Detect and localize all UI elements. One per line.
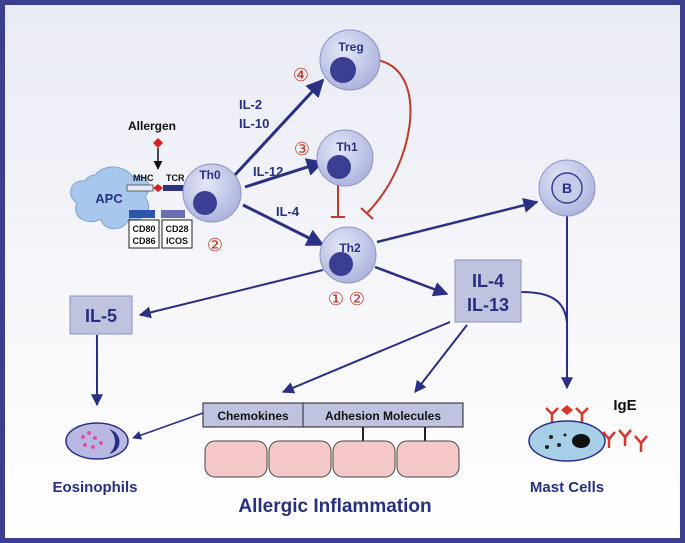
mast-cells-label: Mast Cells (530, 479, 604, 496)
th0-nucleus (193, 191, 217, 215)
il12-label: IL-12 (253, 164, 283, 179)
b-label: B (562, 180, 572, 196)
il4-il13-box (454, 259, 522, 323)
inhibit-treg-th2-bar (360, 207, 374, 220)
endothelial-cell (332, 440, 396, 478)
cd80-label: CD80 (132, 224, 155, 234)
cd80-receptor (129, 210, 155, 218)
mast-cell-nucleus (572, 434, 590, 448)
mhc-receptor (126, 184, 154, 192)
ige-on-mast-cell-icon (575, 407, 589, 422)
chemokines-box (202, 402, 304, 428)
free-ige-icon (634, 435, 648, 452)
mast-cell-granule (557, 443, 561, 447)
th0-label: Th0 (199, 168, 221, 182)
apc-label: APC (95, 191, 123, 206)
arrow-th0-th1 (244, 158, 325, 189)
eosinophil-granule (83, 443, 87, 447)
arrow-il4il13-adhesion (414, 324, 468, 393)
eosinophil-granule (81, 435, 85, 439)
eosinophil-granule (99, 441, 103, 445)
treg-marker: ④ (293, 65, 309, 86)
cd86-label: CD86 (132, 236, 155, 246)
eosinophil-granule (93, 436, 97, 440)
treg-nucleus (330, 57, 356, 83)
cd28-icos-box (161, 219, 193, 249)
allergic-inflammation-diagram: APC Allergen MHC TCR CD80 CD86 CD28 ICOS… (52, 29, 648, 517)
adhesion-molecules-label: Adhesion Molecules (325, 409, 441, 423)
eosinophil-nucleus (109, 429, 120, 454)
th1-marker: ③ (294, 139, 310, 160)
tcr-receptor (163, 185, 185, 191)
il4il13-to-b-curve (520, 291, 568, 324)
cd28-receptor (161, 210, 185, 218)
th2-nucleus (329, 252, 353, 276)
arrow-il4il13-chemokines (281, 321, 451, 394)
mast-cell-granule (545, 445, 549, 449)
mast-cell-granule (563, 433, 567, 437)
ige-on-mast-cell-icon (545, 407, 559, 422)
arrow-th2-il4il13 (374, 265, 449, 297)
ige-label: IgE (613, 397, 636, 414)
endothelial-cell (204, 440, 268, 478)
peptide-diamond (153, 184, 163, 192)
il13-box-label: IL-13 (467, 295, 509, 315)
il5-box (69, 295, 133, 335)
chemokines-label: Chemokines (217, 409, 289, 423)
th1-nucleus (327, 155, 351, 179)
arrow-th0-th2 (242, 203, 325, 247)
th2-label: Th2 (339, 241, 361, 255)
endothelial-cell (396, 440, 460, 478)
arrow-chemokines-eosinophils (132, 412, 204, 440)
arrow-th2-b (376, 197, 539, 244)
mhc-label: MHC (133, 173, 154, 183)
arrow-th0-treg (231, 78, 325, 179)
th1-label: Th1 (336, 140, 358, 154)
cd80-cd86-box (128, 219, 160, 249)
free-ige-icon (618, 429, 632, 446)
th0-marker: ② (207, 235, 223, 256)
arrow-th2-il5 (138, 269, 324, 319)
adhesion-molecules-box (302, 402, 464, 428)
eosinophil-granule (91, 445, 95, 449)
treg-label: Treg (338, 40, 363, 54)
il10-label: IL-10 (239, 116, 269, 131)
inhibit-treg-th2 (366, 59, 412, 214)
il4-arrow-label: IL-4 (276, 204, 300, 219)
allergen-diamond (153, 138, 163, 148)
ige-crosslink-allergen (561, 405, 573, 415)
tcr-label: TCR (166, 173, 185, 183)
allergen-label: Allergen (128, 119, 176, 133)
icos-label: ICOS (166, 236, 188, 246)
b-nucleus (551, 172, 583, 204)
eosinophils-label: Eosinophils (52, 479, 137, 496)
mast-cell-granule (549, 435, 553, 439)
cd28-label: CD28 (165, 224, 188, 234)
th2-marker-1: ① (328, 289, 344, 310)
il2-label: IL-2 (239, 97, 262, 112)
endothelial-cell (268, 440, 332, 478)
il4-box-label: IL-4 (472, 271, 504, 291)
th2-marker-2: ② (349, 289, 365, 310)
il5-box-label: IL-5 (85, 306, 117, 326)
eosinophil-granule (87, 431, 91, 435)
allergic-inflammation-label: Allergic Inflammation (238, 496, 431, 517)
free-ige-icon (602, 431, 616, 448)
mast-cell (528, 420, 606, 462)
